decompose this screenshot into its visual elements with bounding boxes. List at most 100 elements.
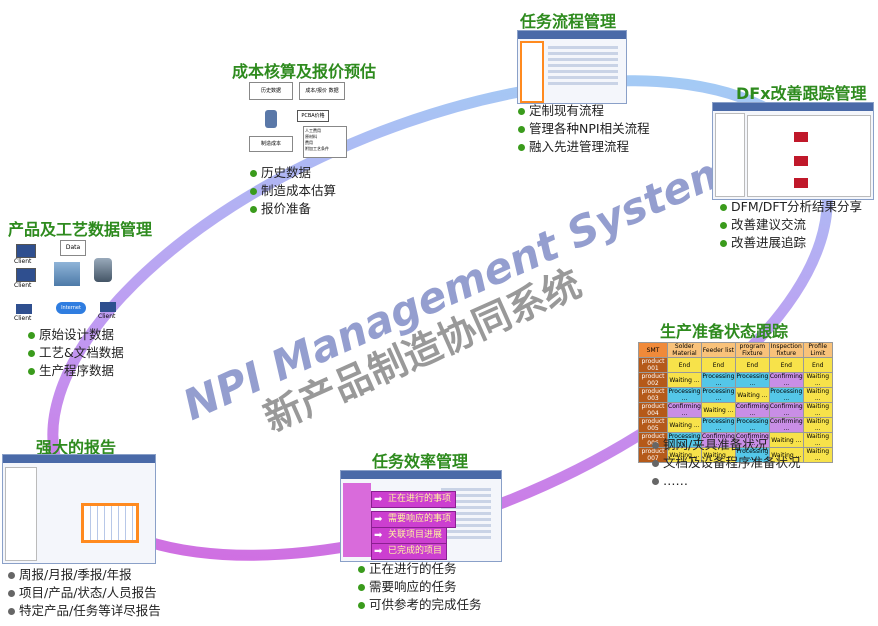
- workflow-sidebar: [520, 41, 544, 103]
- readiness-title: 生产准备状态跟踪: [660, 322, 789, 341]
- table-cell: Confirming ...: [768, 417, 804, 433]
- cost-title: 成本核算及报价预估: [232, 62, 377, 81]
- server-icon: [54, 262, 80, 286]
- pcba-price-box: PCBA价格: [297, 110, 329, 122]
- table-cell: End: [700, 357, 736, 373]
- dfx-list: DFM/DFT分析结果分享 改善建议交流 改善进展追踪: [720, 198, 862, 252]
- list-row: [441, 488, 491, 491]
- client-monitor-icon: [16, 268, 36, 282]
- table-cell: Waiting ...: [700, 402, 736, 418]
- table-cell: Waiting ...: [667, 372, 702, 388]
- readiness-item-3: ……: [652, 472, 801, 490]
- form-row: [548, 52, 618, 55]
- list-row: [441, 524, 491, 527]
- form-row: [548, 64, 618, 67]
- form-row: [548, 76, 618, 79]
- dfx-sidebar: [715, 113, 745, 197]
- table-header-cell: SMT: [638, 342, 668, 358]
- readiness-item-1: 钢网/夹具准备状况: [652, 436, 801, 454]
- network-diagram: Client Client Data Client Internet Clien…: [14, 238, 124, 322]
- dfx-screenshot: [712, 102, 874, 200]
- cost-items-box: 人工费用 原材料 费用 附加工艺条件: [303, 126, 347, 158]
- list-row: [441, 512, 491, 515]
- workflow-item-1: 定制现有流程: [518, 102, 650, 120]
- internet-cloud-icon: Internet: [56, 302, 86, 314]
- table-header-cell: program Fixture: [734, 342, 770, 358]
- dfx-chart-thumb: [794, 178, 808, 188]
- table-row: product 001 End End End End End: [638, 357, 833, 373]
- table-row: product 005 Waiting ... Processing ... P…: [638, 417, 833, 433]
- efficiency-item-1: 正在进行的任务: [358, 560, 482, 578]
- product-item-2: 工艺&文档数据: [28, 344, 124, 362]
- table-cell: Waiting ...: [802, 372, 833, 388]
- reports-sidebar: [5, 467, 37, 561]
- list-row: [441, 500, 491, 503]
- client-label: Client: [98, 313, 116, 320]
- quote-data-box: 成本/报价 数据: [299, 82, 345, 100]
- cost-item-3: 报价准备: [250, 200, 336, 218]
- workflow-form: [544, 43, 622, 88]
- product-item-1: 原始设计数据: [28, 326, 124, 344]
- database-icon: [94, 258, 112, 282]
- table-cell: End: [768, 357, 804, 373]
- table-header-row: SMT Solder Material Feeder list program …: [638, 342, 833, 358]
- cost-list: 历史数据 制造成本估算 报价准备: [250, 164, 336, 218]
- efficiency-item-3: 可供参考的完成任务: [358, 596, 482, 614]
- window-titlebar: [713, 103, 873, 111]
- table-cell: Processing ...: [734, 372, 770, 388]
- list-row: [441, 536, 491, 539]
- table-cell: Waiting ...: [667, 417, 702, 433]
- cost-item: 附加工艺条件: [305, 146, 329, 151]
- dfx-chart-thumb: [794, 132, 808, 142]
- client-label: Client: [14, 258, 32, 265]
- table-header-cell: Solder Material: [667, 342, 702, 358]
- workflow-list: 定制现有流程 管理各种NPI相关流程 融入先进管理流程: [518, 102, 650, 156]
- table-row: product 003 Processing ... Processing ..…: [638, 387, 833, 403]
- table-cell: Processing ...: [768, 387, 804, 403]
- table-cell: Waiting ...: [802, 387, 833, 403]
- product-item-3: 生产程序数据: [28, 362, 124, 380]
- workflow-title: 任务流程管理: [520, 12, 617, 31]
- reports-item-2: 项目/产品/状态/人员报告: [8, 584, 161, 602]
- dfx-item-1: DFM/DFT分析结果分享: [720, 198, 862, 216]
- reports-item-1: 周报/月报/季报/年报: [8, 566, 161, 584]
- list-row: [441, 518, 491, 521]
- client-monitor-icon: [16, 304, 32, 314]
- table-header-cell: Feeder list: [700, 342, 736, 358]
- table-cell: Waiting ...: [802, 402, 833, 418]
- product-list: 原始设计数据 工艺&文档数据 生产程序数据: [28, 326, 124, 380]
- table-row: product 002 Waiting ... Processing ... P…: [638, 372, 833, 388]
- table-cell: product 001: [638, 357, 668, 373]
- table-cell: Confirming ...: [734, 402, 770, 418]
- efficiency-list: 正在进行的任务 需要响应的任务 可供参考的完成任务: [358, 560, 482, 614]
- table-cell: product 004: [638, 402, 668, 418]
- table-cell: Waiting ...: [802, 447, 833, 463]
- cost-box: 制造成本: [249, 136, 293, 152]
- form-row: [548, 46, 618, 49]
- dfx-grid: [747, 115, 871, 197]
- tag-completed: 已完成的项目: [371, 543, 448, 560]
- table-cell: Processing ...: [667, 387, 702, 403]
- efficiency-item-2: 需要响应的任务: [358, 578, 482, 596]
- client-label: Client: [14, 315, 32, 322]
- product-title: 产品及工艺数据管理: [8, 220, 153, 239]
- form-row: [548, 58, 618, 61]
- client-monitor-icon: [16, 244, 36, 258]
- efficiency-rows: [437, 485, 495, 542]
- client-label: Client: [14, 282, 32, 289]
- reports-item-3: 特定产品/任务等详尽报告: [8, 602, 161, 620]
- reports-list: 周报/月报/季报/年报 项目/产品/状态/人员报告 特定产品/任务等详尽报告: [8, 566, 161, 620]
- efficiency-title: 任务效率管理: [372, 452, 469, 471]
- efficiency-sidebar: [343, 483, 371, 557]
- cost-item: 人工费用: [305, 128, 321, 133]
- efficiency-screenshot: 正在进行的事项 需要响应的事项 关联项目进展 已完成的项目: [340, 470, 502, 562]
- list-row: [441, 506, 491, 509]
- table-cell: Confirming ...: [768, 372, 804, 388]
- list-row: [441, 530, 491, 533]
- table-header-cell: Inspection fixture: [768, 342, 804, 358]
- table-cell: Waiting ...: [802, 432, 833, 448]
- table-cell: product 005: [638, 417, 668, 433]
- table-cell: Confirming ...: [667, 402, 702, 418]
- dfx-item-3: 改善进展追踪: [720, 234, 862, 252]
- reports-title: 强大的报告: [36, 438, 117, 457]
